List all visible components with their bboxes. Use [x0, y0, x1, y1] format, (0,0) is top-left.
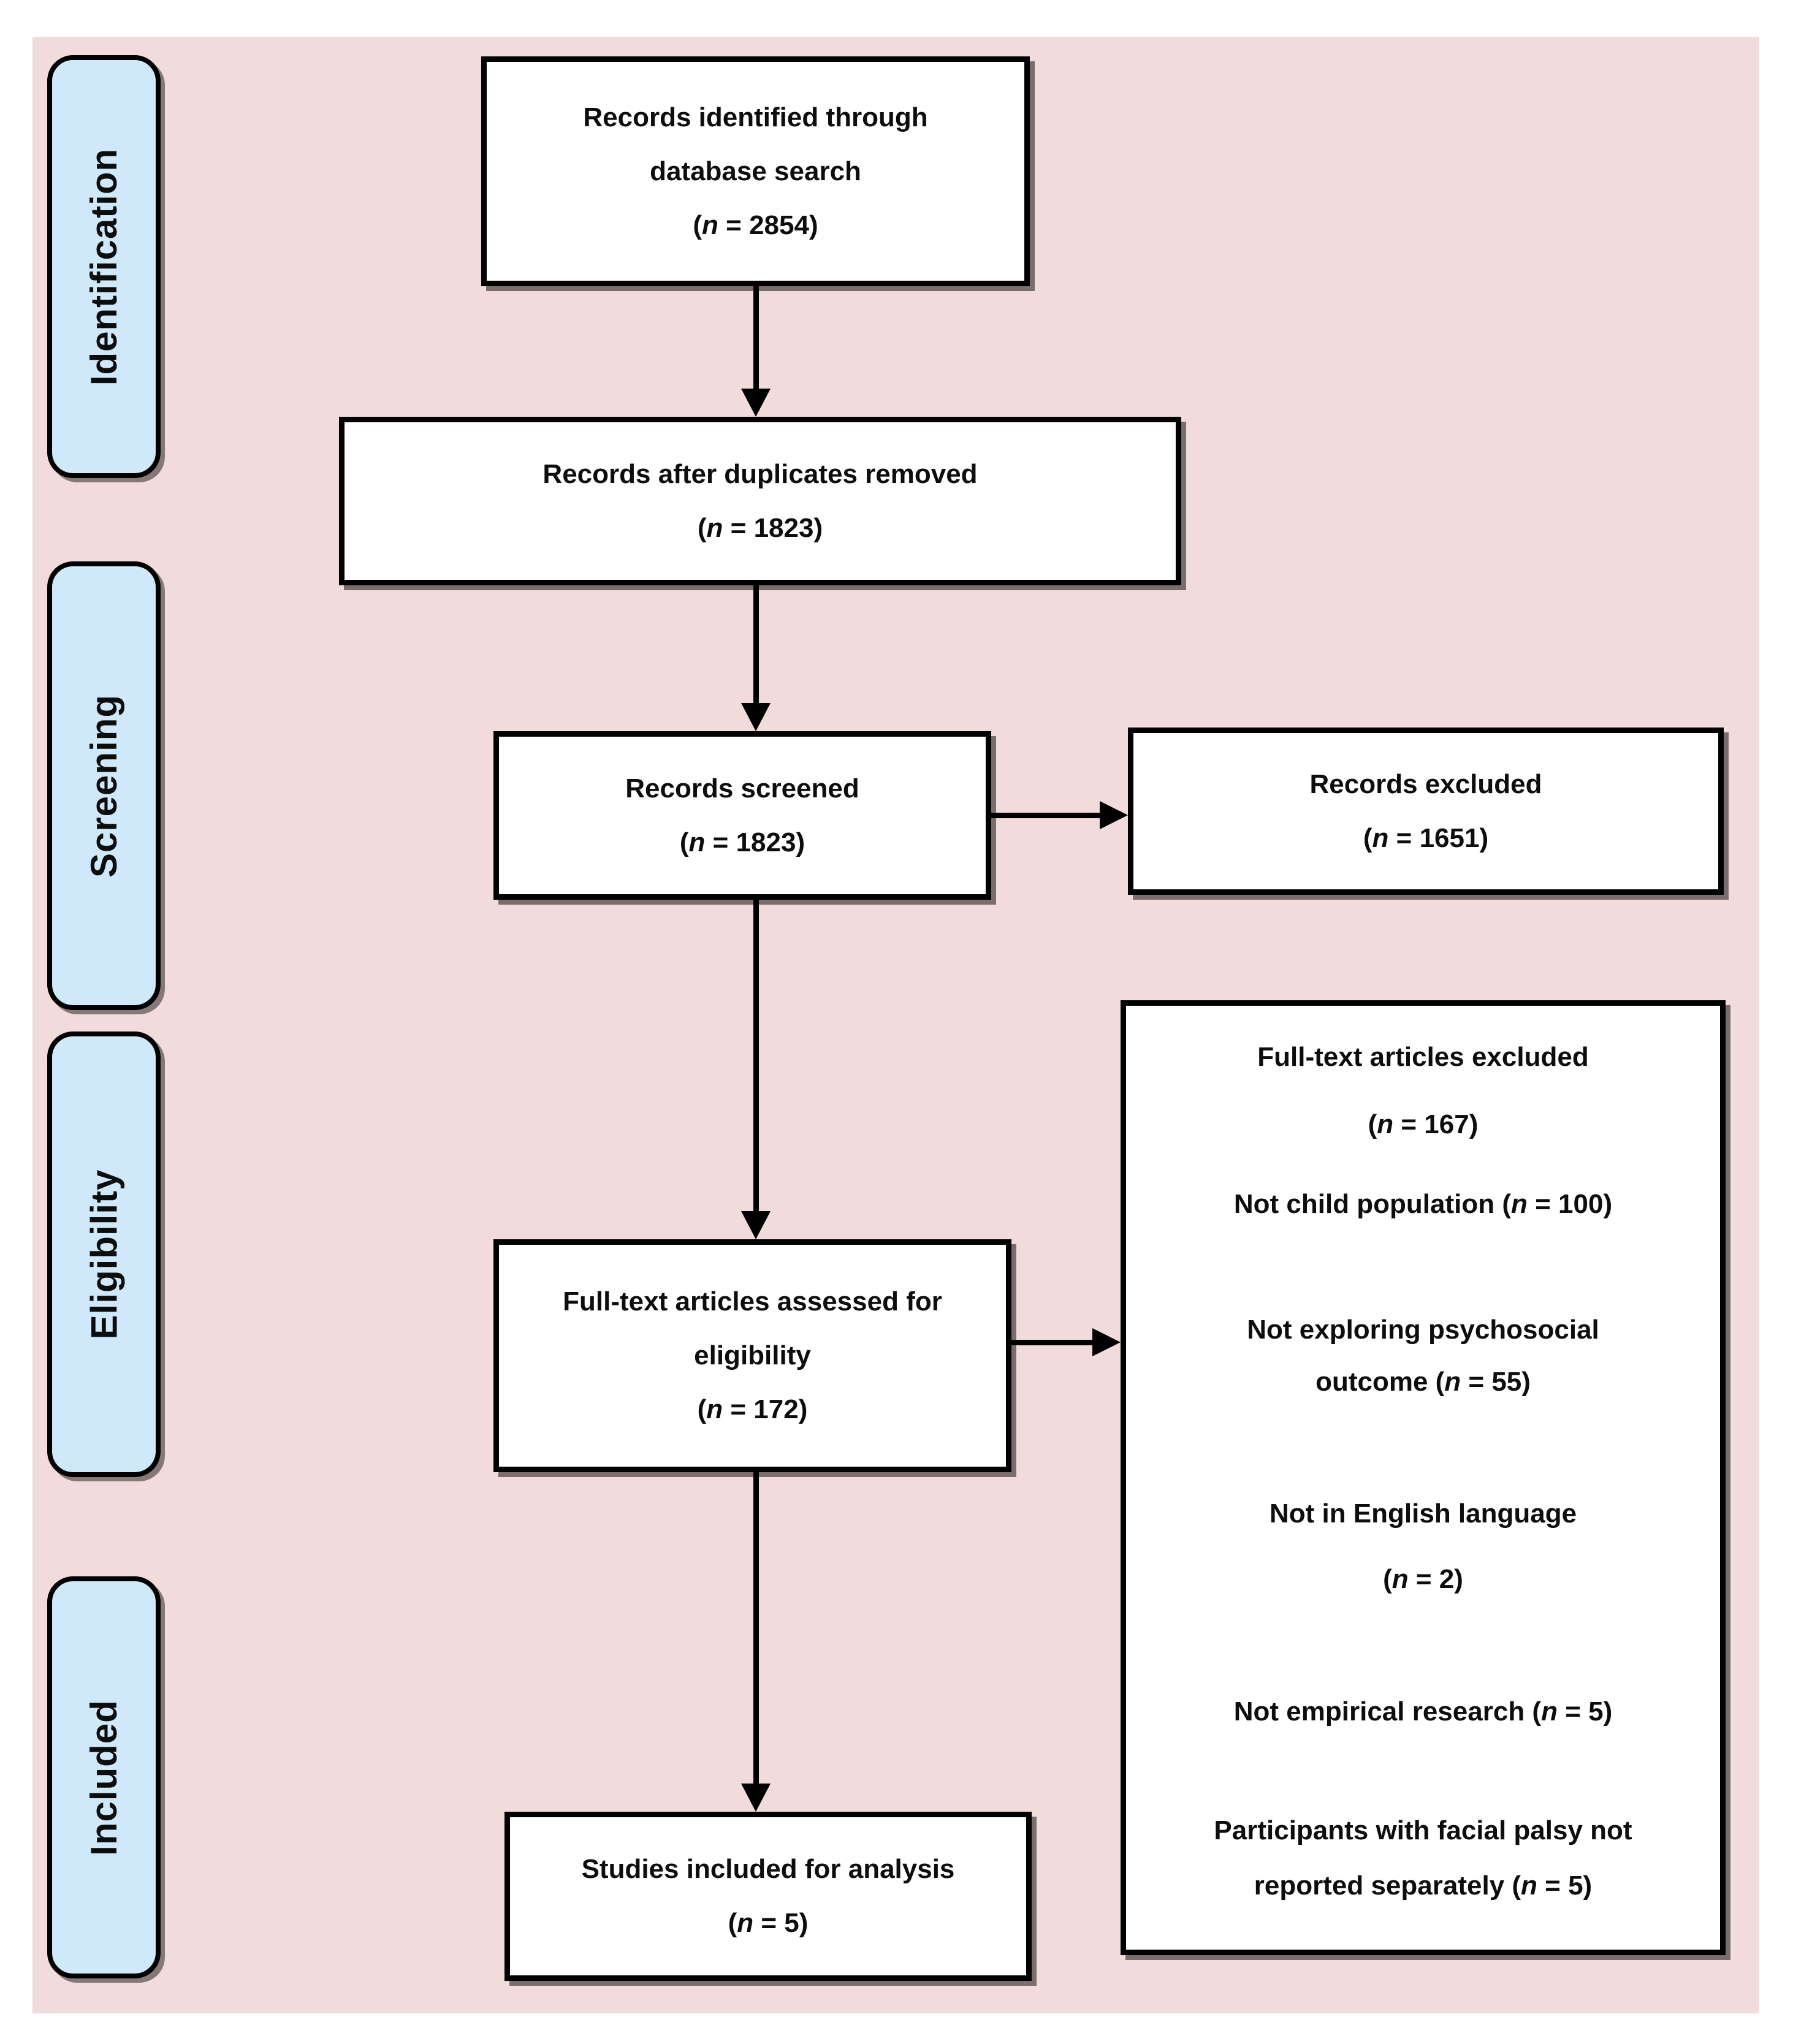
- box-after-duplicates-line1: Records after duplicates removed: [542, 458, 978, 489]
- arrow-identified-to-duplicates-line: [753, 286, 759, 392]
- exclusion-reason-1: Not child population (n = 100): [1233, 1189, 1613, 1219]
- exclusion-reason-4: Not empirical research (n = 5): [1233, 1696, 1613, 1727]
- box-fulltext-assessed-line2: eligibility: [694, 1340, 811, 1370]
- exclusion-reason-2-line2: outcome (n = 55): [1315, 1367, 1531, 1397]
- box-studies-included-count: (n = 5): [728, 1908, 809, 1938]
- box-records-excluded-line1: Records excluded: [1309, 769, 1542, 799]
- box-records-identified: Records identified through database sear…: [481, 56, 1030, 286]
- box-fulltext-assessed-count: (n = 172): [697, 1394, 808, 1424]
- fulltext-excluded-title: Full-text articles excluded: [1257, 1042, 1589, 1072]
- box-records-excluded: Records excluded (n = 1651): [1128, 728, 1724, 895]
- box-records-screened-line1: Records screened: [625, 773, 859, 804]
- arrow-screened-to-excluded-line: [991, 813, 1100, 818]
- stage-included: Included: [47, 1576, 161, 1978]
- arrow-screened-to-fulltext-head: [741, 1211, 771, 1239]
- stage-eligibility: Eligibility: [47, 1031, 161, 1477]
- arrow-identified-to-duplicates-head: [741, 389, 771, 417]
- stage-eligibility-label: Eligibility: [83, 1169, 125, 1340]
- box-records-identified-line2: database search: [650, 156, 861, 186]
- stage-screening: Screening: [47, 561, 161, 1010]
- box-after-duplicates: Records after duplicates removed (n = 18…: [339, 417, 1181, 585]
- box-records-excluded-count: (n = 1651): [1363, 823, 1489, 853]
- arrow-screened-to-fulltext-line: [753, 900, 759, 1214]
- box-records-identified-line1: Records identified through: [583, 102, 928, 132]
- box-studies-included: Studies included for analysis (n = 5): [504, 1812, 1032, 1981]
- arrow-screened-to-excluded-head: [1100, 801, 1128, 829]
- box-after-duplicates-count: (n = 1823): [697, 512, 823, 543]
- box-fulltext-excluded: Full-text articles excluded (n = 167) No…: [1121, 1000, 1726, 1955]
- exclusion-reason-3-line2: (n = 2): [1383, 1564, 1463, 1594]
- arrow-duplicates-to-screened-head: [741, 703, 771, 731]
- stage-included-label: Included: [83, 1699, 124, 1856]
- box-fulltext-assessed: Full-text articles assessed for eligibil…: [493, 1239, 1011, 1472]
- box-records-identified-count: (n = 2854): [693, 210, 818, 240]
- fulltext-excluded-count: (n = 167): [1368, 1109, 1479, 1139]
- box-records-screened-count: (n = 1823): [679, 827, 805, 857]
- box-fulltext-assessed-line1: Full-text articles assessed for: [563, 1286, 942, 1316]
- arrow-fulltext-to-included-line: [753, 1472, 759, 1786]
- stage-identification-label: Identification: [83, 148, 124, 386]
- arrow-fulltext-to-excluded-head: [1092, 1328, 1121, 1356]
- arrow-fulltext-to-included-head: [741, 1784, 771, 1812]
- stage-screening-label: Screening: [83, 694, 125, 878]
- arrow-duplicates-to-screened-line: [753, 585, 759, 705]
- arrow-fulltext-to-excluded-line: [1011, 1340, 1093, 1345]
- box-studies-included-line1: Studies included for analysis: [581, 1854, 955, 1884]
- exclusion-reason-3-line1: Not in English language: [1269, 1499, 1577, 1529]
- box-records-screened: Records screened (n = 1823): [493, 731, 991, 900]
- exclusion-reason-5-line2: reported separately (n = 5): [1254, 1871, 1593, 1901]
- exclusion-reason-5-line1: Participants with facial palsy not: [1214, 1815, 1632, 1845]
- exclusion-reason-2-line1: Not exploring psychosocial: [1247, 1315, 1599, 1345]
- stage-identification: Identification: [47, 55, 161, 478]
